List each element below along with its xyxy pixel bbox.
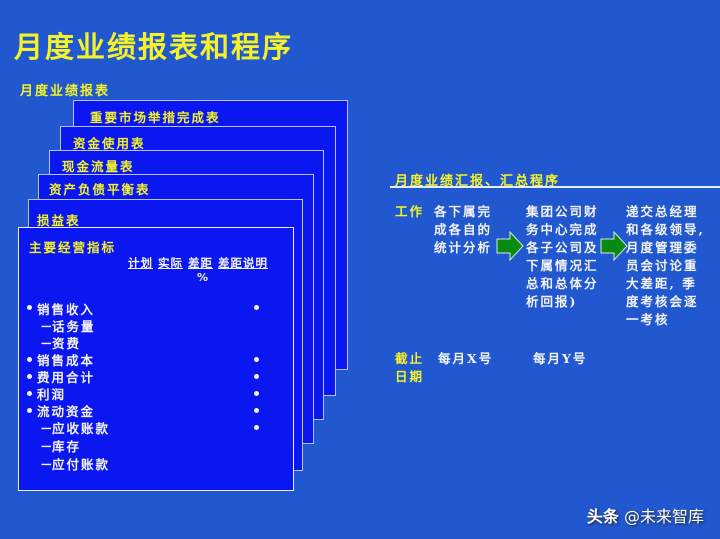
column-plan: 计划 xyxy=(128,256,153,270)
indicator-profit: 利润 xyxy=(37,387,67,402)
step-1-text: 各下属完 成各自的 统计分析 xyxy=(434,204,493,255)
report-card-label: 资产负债平衡表 xyxy=(49,182,151,197)
row-label-deadline: 截止 日期 xyxy=(395,351,425,384)
watermark-brand: 头条 xyxy=(586,507,619,526)
column-gap: 差距 xyxy=(188,256,213,270)
indicator-tariff: 资费 xyxy=(52,336,82,351)
watermark: 头条 @未来智库 xyxy=(587,503,704,527)
dash-icon: － xyxy=(40,336,55,351)
column-headers: 计划实际差距差距说明 xyxy=(128,255,268,271)
bullet-icon xyxy=(27,374,32,379)
report-card-label: 资金使用表 xyxy=(73,136,146,151)
arrow-right-icon xyxy=(600,231,628,261)
gap-marker-icon xyxy=(254,391,259,396)
gap-marker-icon xyxy=(254,408,259,413)
deadline-y: 每月Y号 xyxy=(533,351,588,366)
gap-marker-icon xyxy=(254,374,259,379)
heading-divider xyxy=(390,186,720,188)
report-card-label: 现金流量表 xyxy=(62,159,135,174)
report-card-key-indicators[interactable] xyxy=(18,227,294,491)
step-2-text: 集团公司财 务中心完成 各子公司及 下属情况汇 总和总体分 析回报) xyxy=(526,204,599,309)
monthly-report-heading: 月度业绩报表 xyxy=(20,84,111,99)
report-card-label: 损益表 xyxy=(37,213,81,228)
indicator-total-expenses: 费用合计 xyxy=(37,370,96,385)
indicator-payables: 应付账款 xyxy=(52,457,111,472)
indicator-inventory: 库存 xyxy=(52,439,82,454)
indicator-sales-revenue: 销售收入 xyxy=(37,302,96,317)
bullet-icon xyxy=(27,305,32,310)
gap-marker-icon xyxy=(254,357,259,362)
key-indicators-title: 主要经营指标 xyxy=(29,240,117,255)
dash-icon: － xyxy=(40,421,55,436)
indicator-receivables: 应收账款 xyxy=(52,421,111,436)
gap-marker-icon xyxy=(254,425,259,430)
report-card-label: 重要市场举措完成表 xyxy=(90,110,221,125)
indicator-working-capital: 流动资金 xyxy=(37,404,96,419)
dash-icon: － xyxy=(40,457,55,472)
bullet-icon xyxy=(27,408,32,413)
indicator-sales-cost: 销售成本 xyxy=(37,353,96,368)
bullet-icon xyxy=(27,391,32,396)
indicator-call-volume: 话务量 xyxy=(52,319,96,334)
column-actual: 实际 xyxy=(158,256,183,270)
dash-icon: － xyxy=(40,319,55,334)
gap-marker-icon xyxy=(254,305,259,310)
watermark-account: @未来智库 xyxy=(623,507,704,526)
percent-note: % xyxy=(197,271,209,284)
reporting-procedure-heading: 月度业绩汇报、汇总程序 xyxy=(395,174,561,189)
arrow-right-icon xyxy=(496,231,524,261)
deadline-x: 每月X号 xyxy=(438,351,494,366)
dash-icon: － xyxy=(40,439,55,454)
row-label-work: 工作 xyxy=(395,204,425,219)
bullet-icon xyxy=(27,357,32,362)
step-3-text: 递交总经理 和各级领导, 月度管理委 员会讨论重 大差距, 季 度考核会逐 一考… xyxy=(626,204,705,327)
column-gap-explanation: 差距说明 xyxy=(218,256,268,270)
page-title: 月度业绩报表和程序 xyxy=(14,30,294,64)
